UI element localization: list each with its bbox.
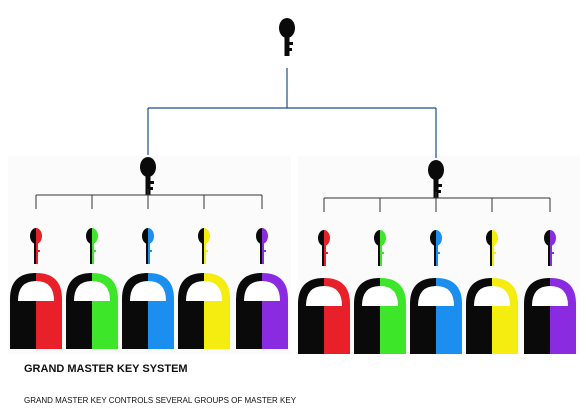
grand-master-key-icon	[279, 18, 295, 56]
diagram-title: GRAND MASTER KEY SYSTEM	[24, 363, 188, 375]
group-1-red-padlock-icon	[10, 273, 62, 349]
group-2-purple-key-icon	[544, 230, 556, 266]
group-2-green-padlock-icon	[354, 278, 406, 354]
group-1-yellow-key-icon	[198, 228, 210, 264]
group-2-purple-padlock-icon	[524, 278, 576, 354]
group-2-yellow-padlock-icon	[466, 278, 518, 354]
group-2-green-key-icon	[374, 230, 386, 266]
group-2-blue-padlock-icon	[410, 278, 462, 354]
group-1-blue-padlock-icon	[122, 273, 174, 349]
group-1-purple-padlock-icon	[236, 273, 288, 349]
group-2-yellow-key-icon	[486, 230, 498, 266]
group-1-red-key-icon	[30, 228, 42, 264]
group-2-red-key-icon	[318, 230, 330, 266]
group-1-purple-key-icon	[256, 228, 268, 264]
group-2-master-key-icon	[428, 160, 444, 198]
group-1-master-key-icon	[140, 157, 156, 195]
group-1-green-padlock-icon	[66, 273, 118, 349]
group-2-red-padlock-icon	[298, 278, 350, 354]
diagram-subtitle: GRAND MASTER KEY CONTROLS SEVERAL GROUPS…	[24, 396, 297, 405]
group-1-yellow-padlock-icon	[178, 273, 230, 349]
group-2-blue-key-icon	[430, 230, 442, 266]
group-1-green-key-icon	[86, 228, 98, 264]
group-1-blue-key-icon	[142, 228, 154, 264]
